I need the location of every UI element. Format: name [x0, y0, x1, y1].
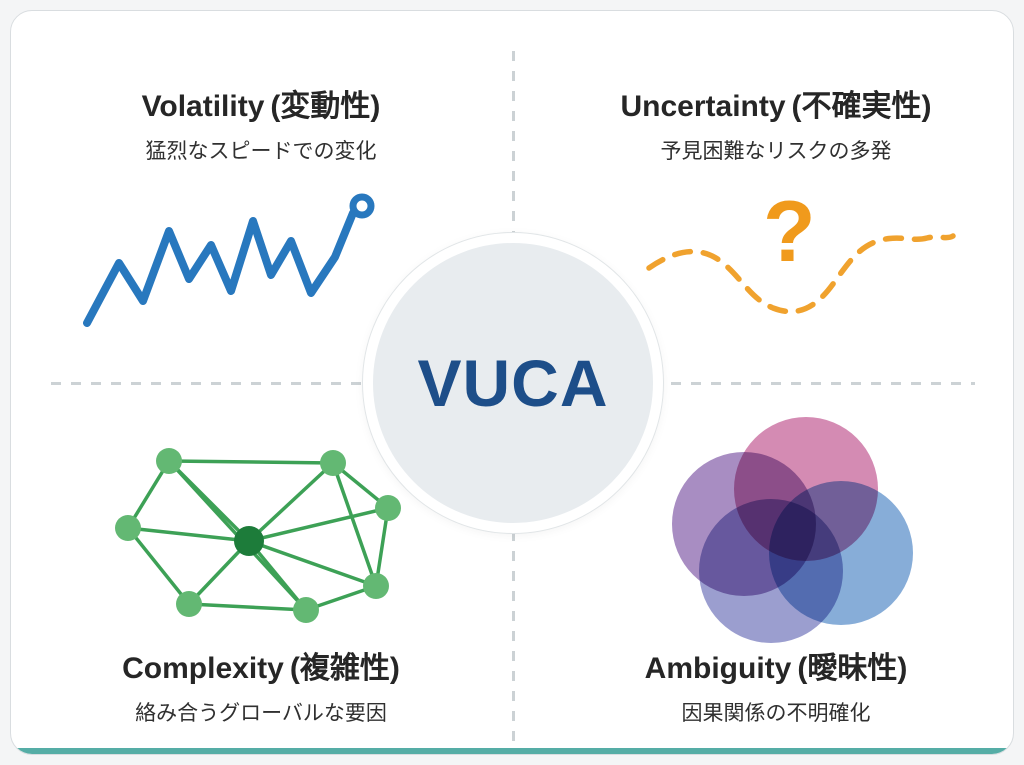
volatility-section-header: Volatility(変動性) 猛烈なスピードでの変化: [51, 81, 471, 165]
uncertainty-title-en: Uncertainty: [620, 90, 786, 123]
line-chart-icon: [81, 191, 401, 341]
complexity-title-jp: (複雑性): [289, 652, 400, 685]
uncertainty-subtitle: 予見困難なリスクの多発: [660, 140, 892, 163]
bottom-accent-line: [11, 748, 1013, 754]
center-label: VUCA: [417, 346, 609, 420]
complexity-subtitle: 絡み合うグローバルな要因: [135, 702, 387, 725]
diagram-card: Volatility(変動性) 猛烈なスピードでの変化 Uncertainty(…: [10, 10, 1014, 755]
volatility-title-en: Volatility: [141, 90, 265, 123]
complexity-title: Complexity(複雑性): [51, 643, 471, 687]
ambiguity-section-header: Ambiguity(曖昧性) 因果関係の不明確化: [566, 643, 986, 727]
volatility-title-jp: (変動性): [270, 90, 381, 123]
center-circle: VUCA: [363, 233, 663, 533]
complexity-section-header: Complexity(複雑性) 絡み合うグローバルな要因: [51, 643, 471, 727]
overlapping-circles-icon: [661, 411, 921, 651]
network-graph-icon: [106, 436, 416, 641]
uncertainty-title: Uncertainty(不確実性): [566, 81, 986, 125]
volatility-subtitle: 猛烈なスピードでの変化: [145, 140, 377, 163]
question-mark: ?: [763, 184, 816, 280]
venn-circle-blue: [769, 481, 913, 625]
complexity-title-en: Complexity: [122, 652, 284, 685]
ambiguity-title-en: Ambiguity: [644, 652, 792, 685]
question-dashed-wave-icon: ?: [641, 189, 961, 341]
volatility-title: Volatility(変動性): [51, 81, 471, 125]
ambiguity-title-jp: (曖昧性): [797, 652, 908, 685]
ambiguity-subtitle: 因果関係の不明確化: [681, 702, 871, 725]
uncertainty-title-jp: (不確実性): [791, 90, 932, 123]
ambiguity-title: Ambiguity(曖昧性): [566, 643, 986, 687]
uncertainty-section-header: Uncertainty(不確実性) 予見困難なリスクの多発: [566, 81, 986, 165]
